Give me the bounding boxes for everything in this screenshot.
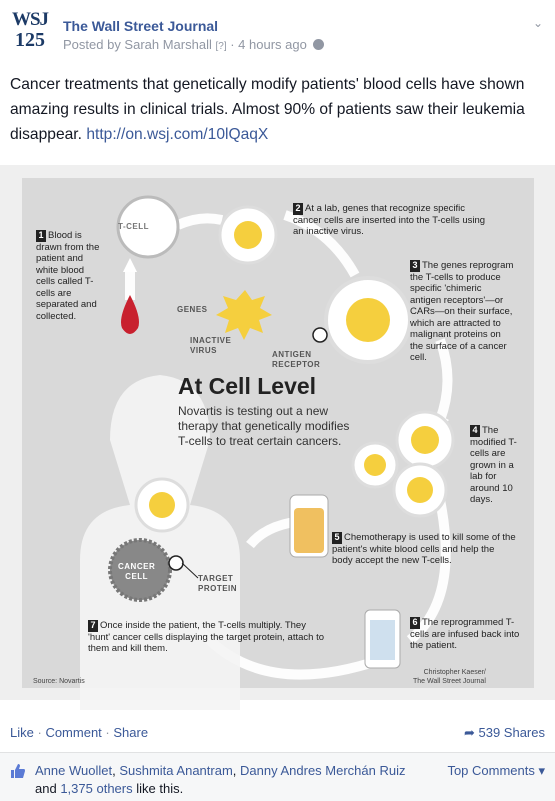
inactive-virus-label: INACTIVE VIRUS [190,336,232,355]
page-avatar-logo[interactable]: WSJ 125 [10,10,50,56]
help-link[interactable]: [?] [215,41,227,52]
like-button[interactable]: Like [10,725,34,740]
post-link[interactable]: http://on.wsj.com/10lQaqX [86,126,269,143]
globe-icon [313,39,325,50]
share-button[interactable]: Share [113,725,149,740]
target-protein-label: TARGET PROTEIN [198,574,238,593]
share-arrow-icon: ➦ [463,725,475,740]
infographic-title: At Cell Level [178,373,317,399]
timestamp[interactable]: · 4 hours ago [230,37,307,52]
genes-label: GENES [177,305,208,314]
thumbs-up-icon [11,764,25,778]
posted-by: Posted by Sarah Marshall [63,37,212,52]
cancer-cell-label: CANCER CELL [118,562,156,581]
others-link[interactable]: 1,375 others [60,781,133,796]
post-header: WSJ 125 The Wall Street Journal Posted b… [10,8,545,58]
likes-bar: Anne Wuollet, Sushmita Anantram, Danny A… [0,752,555,801]
shares-count[interactable]: ➦ 539 Shares [463,725,545,740]
post-text: Cancer treatments that genetically modif… [10,72,545,147]
top-comments-dropdown[interactable]: Top Comments ▾ [447,763,545,778]
post-actions: Like · Comment · Share [10,725,149,740]
comment-button[interactable]: Comment [45,725,102,740]
credit-note: Christopher Kaeser/ The Wall Street Jour… [413,669,486,685]
source-note: Source: Novartis [33,678,85,685]
post-body: Cancer treatments that genetically modif… [10,76,525,143]
logo-line2: 125 [15,29,45,51]
tcell-label: T-CELL [118,222,149,231]
post-meta: Posted by Sarah Marshall [?] · 4 hours a… [63,37,325,52]
liker-3[interactable]: Danny Andres Merchán Ruiz [240,763,406,778]
likers-text: Anne Wuollet, Sushmita Anantram, Danny A… [35,763,406,796]
page-name-link[interactable]: The Wall Street Journal [63,18,219,34]
infographic-subtitle: Novartis is testing out a new therapy th… [178,404,350,448]
chevron-down-icon[interactable]: ⌄ [532,16,543,30]
liker-2[interactable]: Sushmita Anantram [119,763,233,778]
liker-1[interactable]: Anne Wuollet [35,763,113,778]
antigen-receptor-label: ANTIGEN RECEPTOR [272,350,321,369]
logo-line1: WSJ [11,9,49,30]
